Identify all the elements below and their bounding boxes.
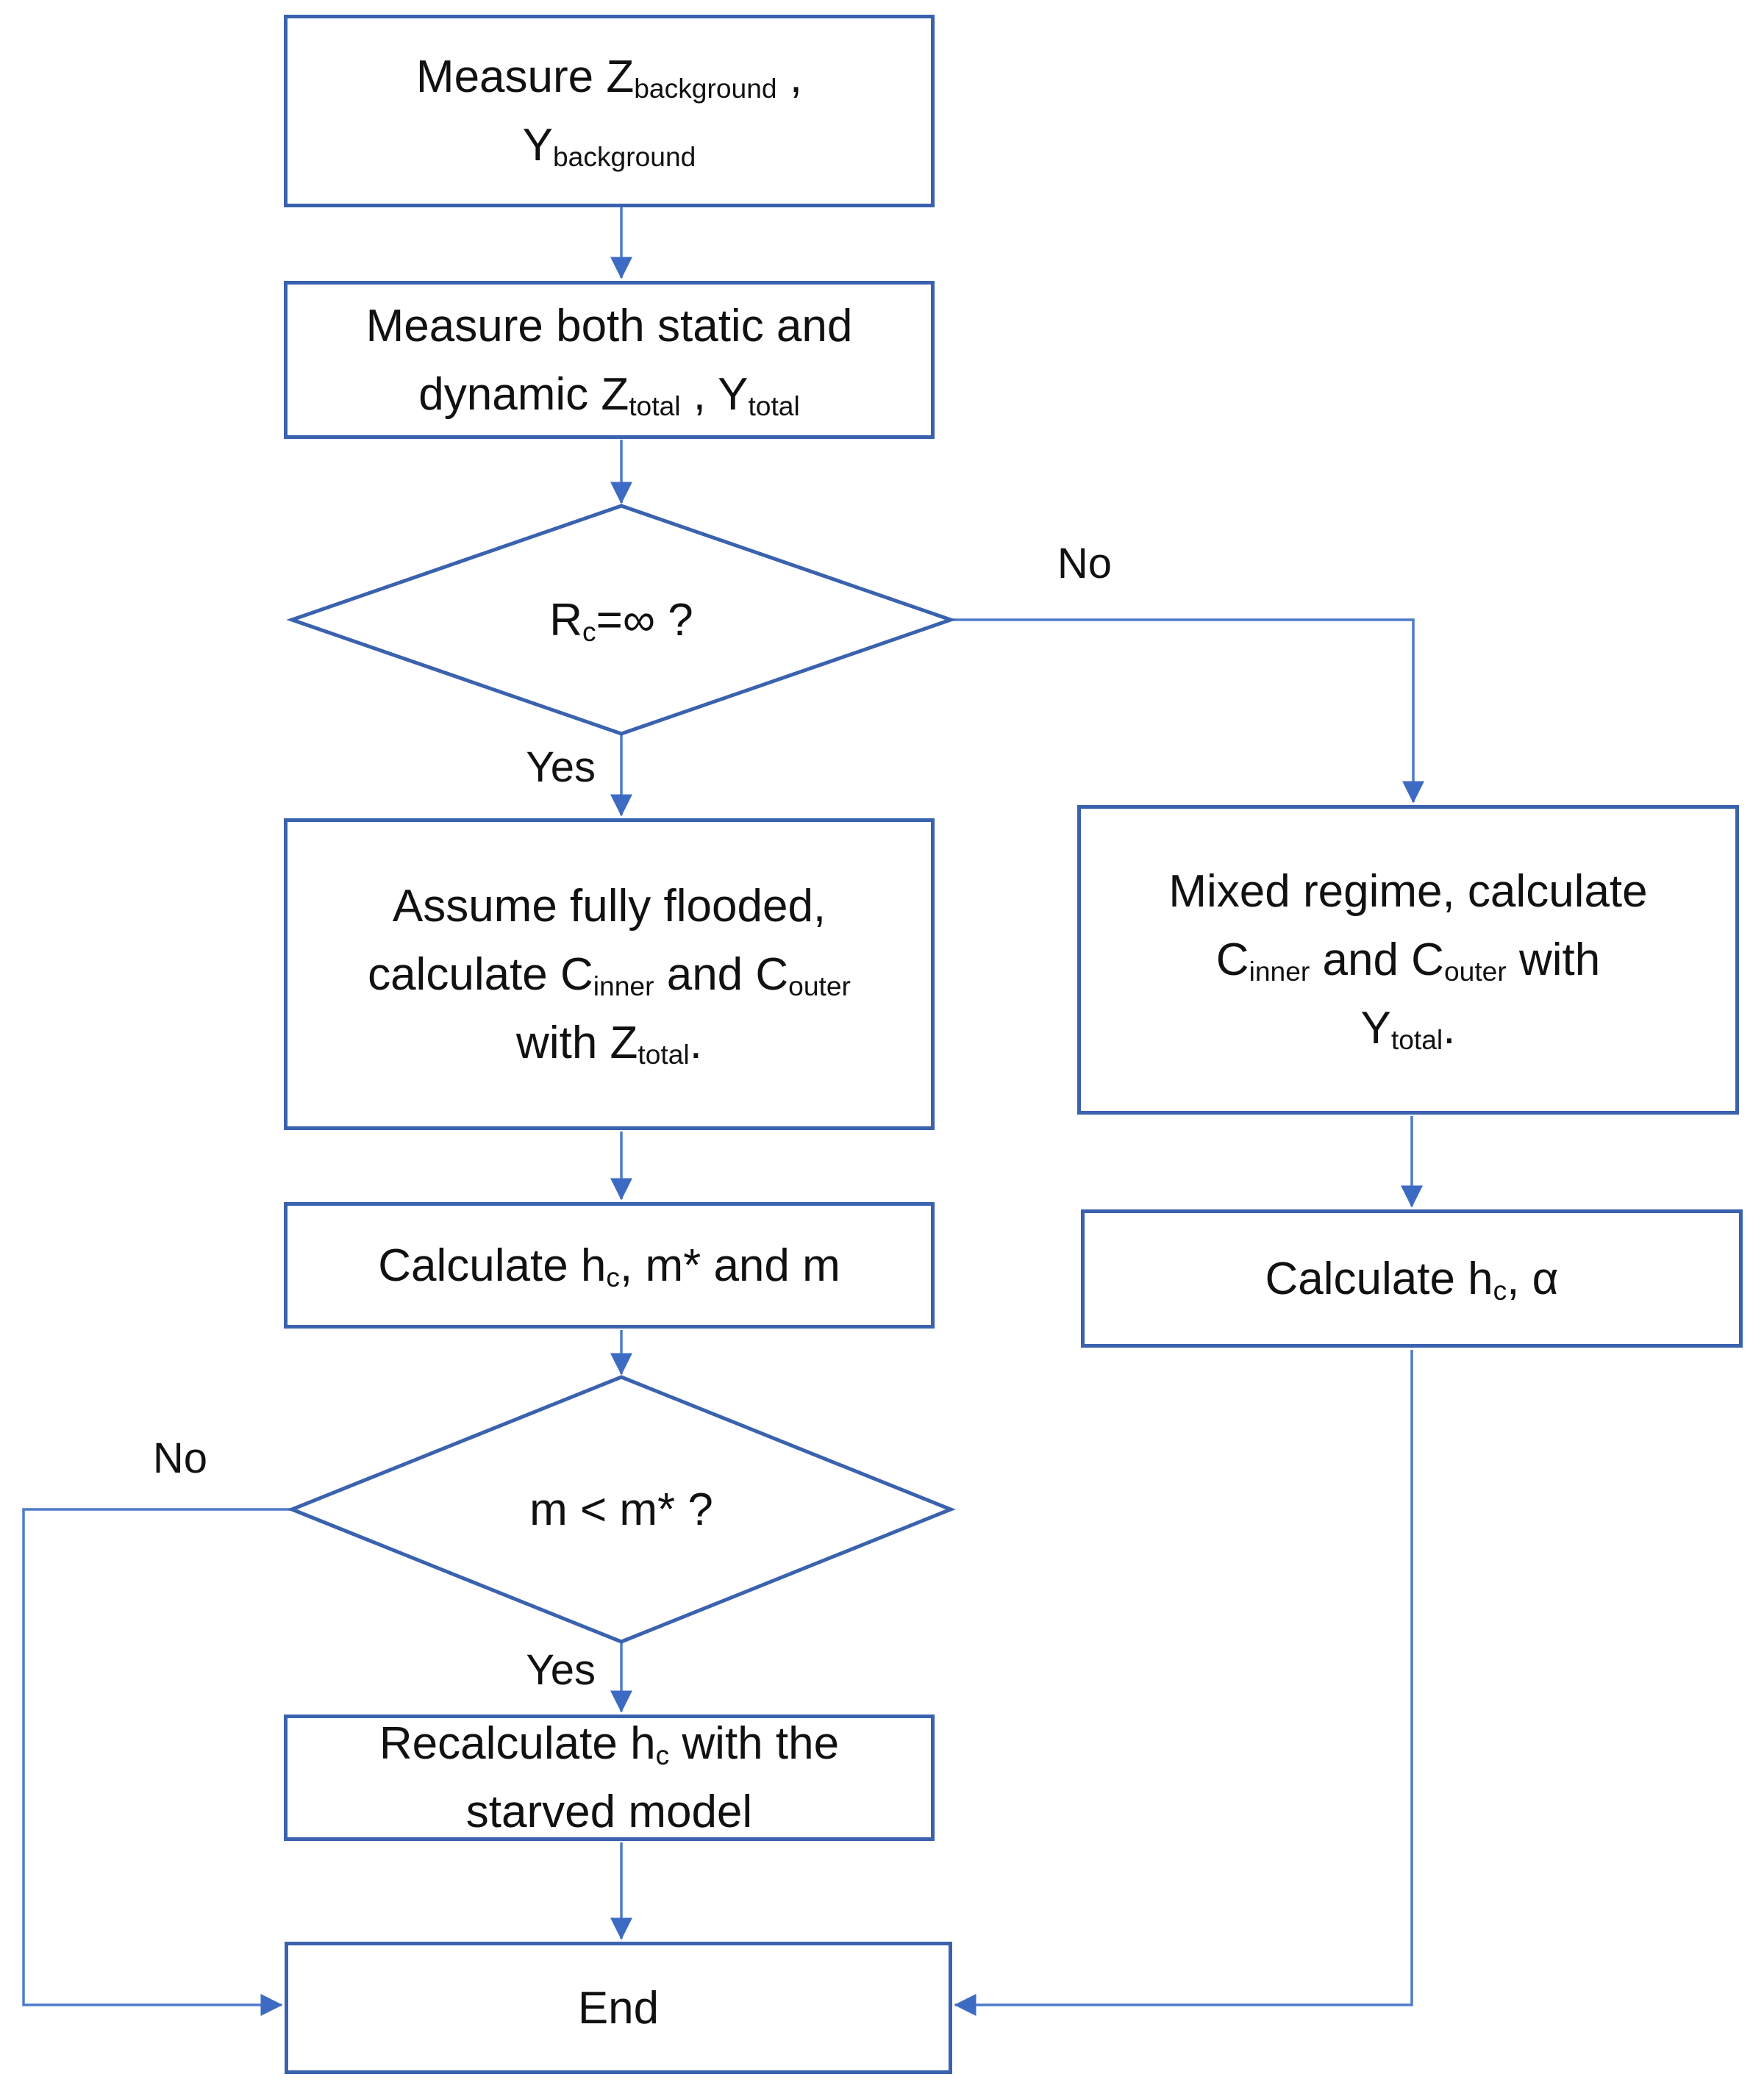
process-calc-hc-m: Calculate hc, m* and m (284, 1202, 935, 1329)
edge-label-rc-no: No (1057, 540, 1113, 587)
edge-label-m-no: No (152, 1434, 208, 1482)
decision-rc-shape (286, 504, 957, 736)
edge-calc-hc-alpha-to-end (954, 1350, 1413, 2016)
terminator-end: End (285, 1942, 952, 2074)
edge-decision-m-no-to-end (22, 1508, 290, 2016)
decision-rc-label: Rc=∞ ? (549, 594, 693, 647)
edge-label-rc-yes: Yes (526, 743, 596, 791)
decision-m-shape (287, 1375, 956, 1644)
decision-m-label: m < m* ? (529, 1484, 713, 1535)
process-assume-flooded: Assume fully flooded,calculate Cinner an… (284, 818, 935, 1130)
process-measure-background: Measure Zbackground ,Ybackground (284, 15, 935, 207)
process-calc-hc-alpha: Calculate hc, α (1081, 1209, 1743, 1348)
edge-label-m-yes: Yes (526, 1646, 596, 1694)
edge-decision-rc-no-to-mixed (952, 618, 1424, 804)
